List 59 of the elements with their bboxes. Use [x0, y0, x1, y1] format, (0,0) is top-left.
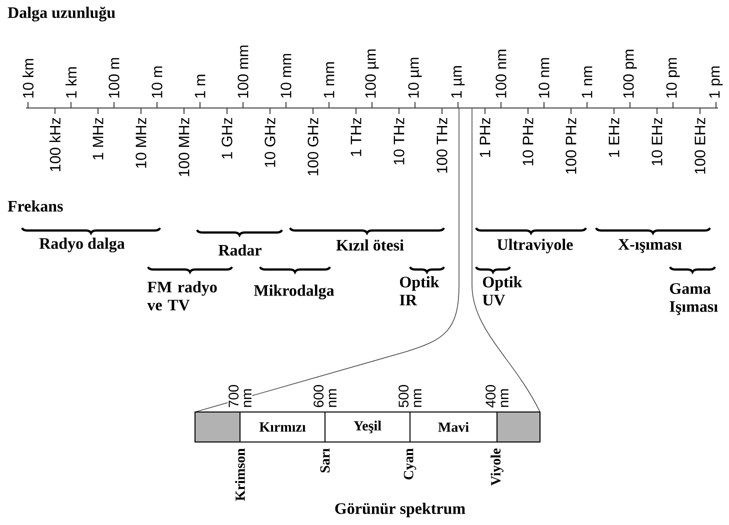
color-name: Sarı: [320, 448, 330, 472]
tick-label: 1 µm: [451, 66, 465, 98]
tick-label: 10 THz: [394, 118, 404, 164]
tick-label: 100 GHz: [308, 118, 318, 176]
tick-label: 10 EHz: [652, 118, 662, 166]
tick-label: 1 GHz: [222, 118, 232, 159]
tick-label: 1 nm: [582, 66, 592, 98]
tick-label: 10 µm: [408, 58, 422, 98]
tick-label: 100 m: [108, 58, 120, 98]
band-label: Kızıl ötesi: [289, 227, 445, 251]
tick-label: 10 mm: [280, 54, 292, 98]
tick-label: 1 pm: [709, 66, 723, 98]
tick-label: 10 km: [22, 58, 34, 98]
band-label: Radar: [196, 229, 283, 256]
tick-label: 1 THz: [350, 118, 362, 156]
tick-label: 100 THz: [436, 118, 448, 173]
tick-label: 600 nm: [312, 382, 338, 409]
band-label: Ultraviyole: [475, 227, 587, 254]
color-band-cell: Yeşil: [324, 411, 410, 442]
caption: Görünür spektrum: [335, 502, 466, 518]
color-band-cell: Mavi: [410, 411, 498, 442]
tick-label: 100 µm: [365, 49, 379, 98]
color-name: Cyan: [404, 448, 416, 480]
color-band-cell: Kırmızı: [240, 411, 326, 442]
color-name: Krimson: [235, 448, 245, 501]
tick-label: 100 kHz: [50, 118, 60, 172]
tick-label: 10 MHz: [136, 118, 146, 168]
band-label: FM radyo ve TV: [147, 266, 233, 311]
tick-label: 1 PHz: [480, 118, 490, 157]
tick-label: 700 nm: [228, 382, 252, 409]
axis-title: Frekans: [8, 200, 63, 212]
band-label: Optik UV: [475, 266, 522, 306]
tick-label: 400 nm: [484, 382, 510, 409]
color-name: Viyole: [490, 448, 504, 486]
tick-label: 1 m: [194, 74, 206, 98]
tick-label: 100 pm: [623, 50, 637, 98]
tick-label: 100 PHz: [566, 118, 576, 174]
band-label: Radyo dalga: [21, 227, 161, 252]
tick-label: 10 GHz: [264, 118, 276, 167]
tick-label: 100 mm: [238, 46, 248, 98]
shaded-cell: [496, 411, 540, 442]
tick-label: 100 nm: [496, 50, 506, 98]
tick-label: 100 MHz: [178, 118, 190, 176]
shaded-cell: [194, 411, 240, 442]
band-label: Optik IR: [400, 266, 445, 306]
tick-label: 1 MHz: [92, 118, 104, 160]
axis-title: Dalga uzunluğu: [8, 6, 116, 22]
tick-label: 1 EHz: [608, 118, 620, 157]
tick-label: 100 EHz: [694, 118, 706, 174]
tick-label: 10 PHz: [522, 118, 534, 166]
band-label: Mikrodalga: [254, 266, 334, 300]
band-label: Gama Işıması: [669, 266, 718, 316]
tick-label: 10 nm: [538, 58, 550, 98]
tick-label: 1 km: [66, 67, 76, 98]
tick-label: 500 nm: [398, 382, 422, 409]
band-label: X-ışıması: [595, 227, 711, 253]
tick-label: 10 m: [152, 66, 162, 98]
tick-label: 10 pm: [666, 58, 680, 98]
tick-label: 1 mm: [324, 62, 334, 98]
